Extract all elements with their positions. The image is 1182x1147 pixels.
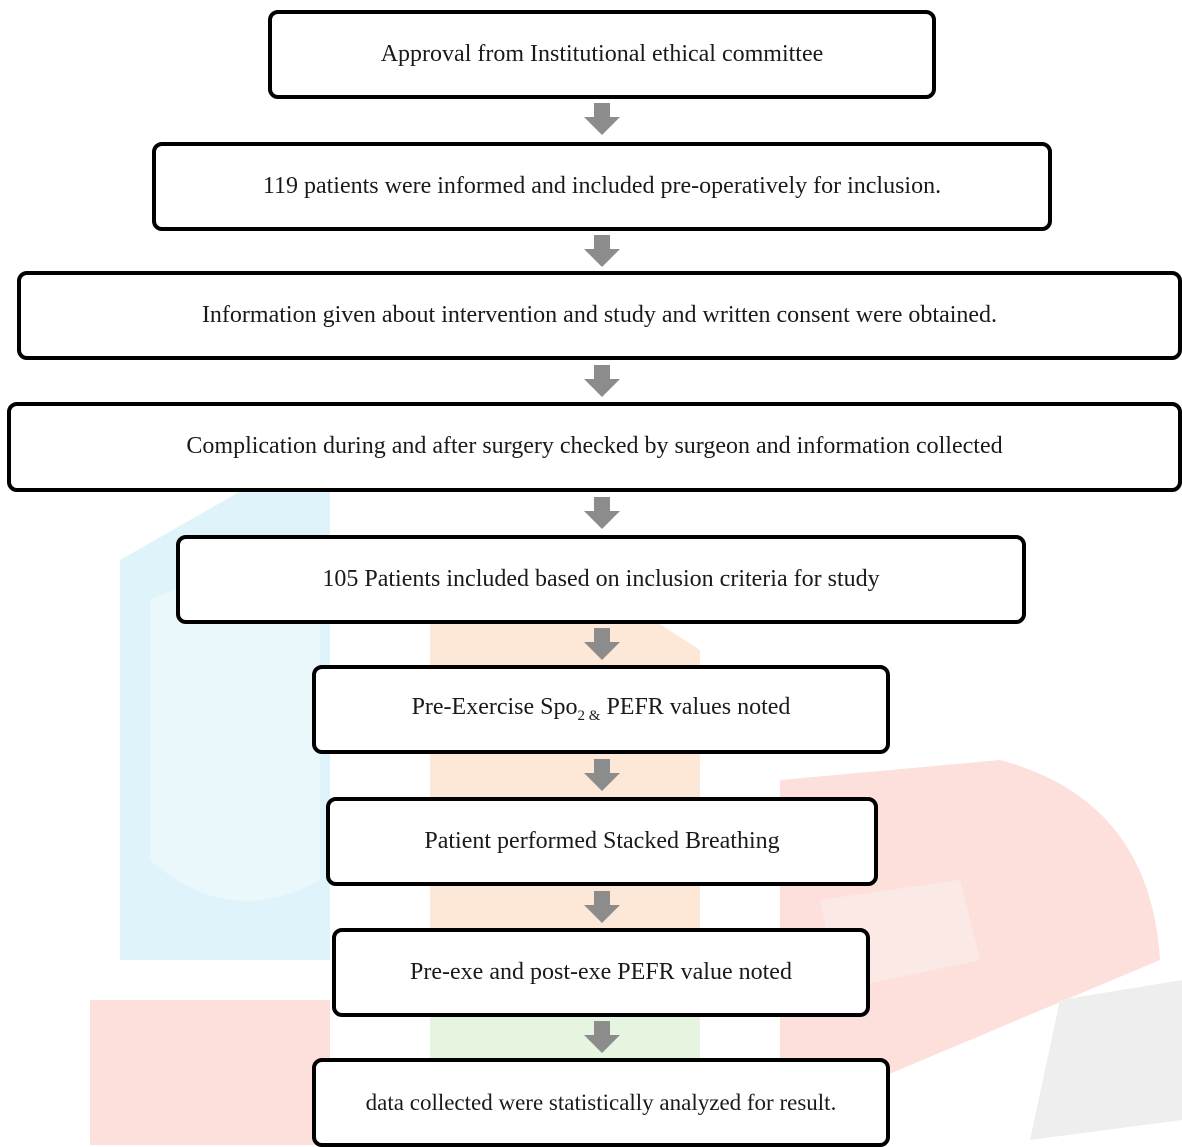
down-arrow-icon-5 [584,628,620,660]
step-box-5: 105 Patients included based on inclusion… [176,535,1026,624]
step-box-7: Patient performed Stacked Breathing [326,797,878,886]
step-box-6: Pre-Exercise Spo2 & PEFR values noted [312,665,890,754]
down-arrow-icon-3 [584,365,620,397]
step-text-9: data collected were statistically analyz… [365,1089,837,1115]
watermark-circuit-icon [150,584,320,901]
down-arrow-icon-8 [584,1021,620,1053]
step-text-6-main: Pre-Exercise Spo [411,694,578,721]
step-text-6-tail: PEFR values noted [600,694,791,721]
watermark-seal-letters [1030,980,1182,1140]
step-text-5: 105 Patients included based on inclusion… [322,565,880,592]
down-arrow-icon-4 [584,497,620,529]
step-text-8: Pre-exe and post-exe PEFR value noted [410,958,792,985]
step-text-1: Approval from Institutional ethical comm… [380,40,824,67]
step-text-7: Patient performed Stacked Breathing [424,827,780,854]
step-text-6-subscript: 2 & [577,708,601,725]
down-arrow-icon-2 [584,235,620,267]
down-arrow-icon-7 [584,891,620,923]
step-text-6: Pre-Exercise Spo2 & PEFR values noted [412,692,791,726]
step-box-9: data collected were statistically analyz… [312,1058,890,1147]
step-box-4: Complication during and after surgery ch… [7,402,1182,492]
step-box-2: 119 patients were informed and included … [152,142,1052,231]
down-arrow-icon-1 [584,103,620,135]
watermark-gear-shape [90,1000,330,1145]
step-text-2: 119 patients were informed and included … [262,172,942,199]
down-arrow-icon-6 [584,759,620,791]
step-box-3: Information given about intervention and… [17,271,1182,360]
step-text-3: Information given about intervention and… [201,301,998,328]
step-box-1: Approval from Institutional ethical comm… [268,10,936,99]
step-text-4: Complication during and after surgery ch… [186,433,1003,460]
step-box-8: Pre-exe and post-exe PEFR value noted [332,928,870,1017]
